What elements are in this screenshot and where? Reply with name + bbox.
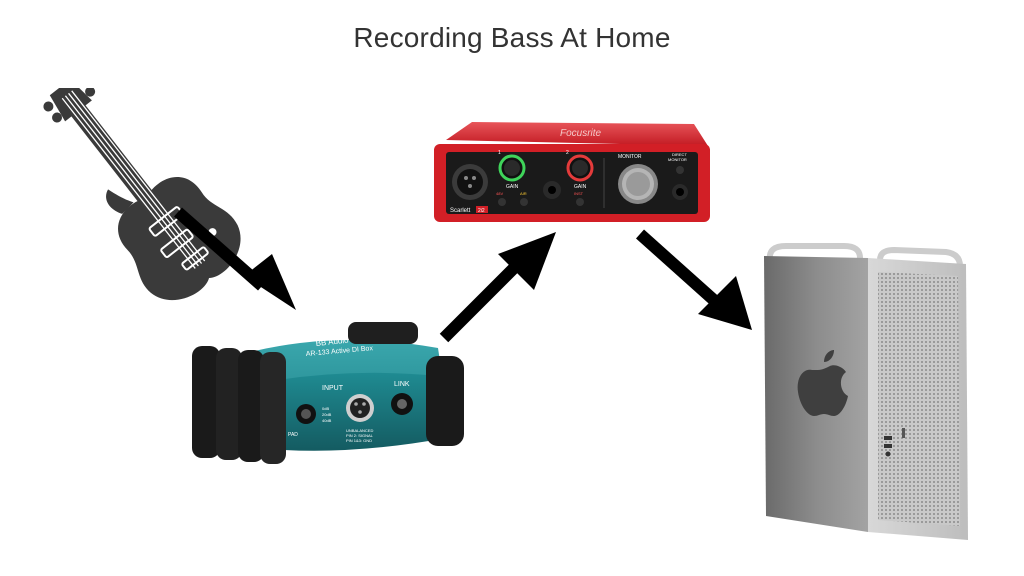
interface-inst-label: INST — [574, 191, 584, 196]
interface-48v-label: 48V — [496, 191, 503, 196]
interface-monitor-label: MONITOR — [618, 154, 642, 160]
interface-air-label: AIR — [520, 191, 527, 196]
audio-interface-image: Focusrite 1 GAIN 48V AIR 2 GAIN INST MON… — [434, 122, 710, 222]
di-link-label: LINK — [394, 381, 410, 388]
interface-model-num: 2i2 — [478, 208, 485, 214]
di-box-image: BB Audio AR-133 Active DI Box INPUT LINK… — [192, 322, 464, 464]
interface-model-text: Scarlett — [450, 208, 471, 214]
interface-direct-label: DIRECT — [672, 152, 687, 157]
di-pad-20: 20dB — [322, 412, 332, 417]
di-pad-0: 0dB — [322, 406, 329, 411]
di-pad-label: PAD — [288, 432, 298, 438]
interface-gain2-label: GAIN — [574, 184, 587, 190]
interface-ch1-label: 1 — [498, 150, 501, 156]
di-unbalanced: UNBALANCED — [346, 428, 373, 433]
computer-image — [764, 243, 968, 540]
interface-ch2-label: 2 — [566, 150, 569, 156]
di-brand-text: BB Audio — [315, 336, 349, 348]
di-input-label: INPUT — [322, 385, 344, 392]
arrow-guitar-to-di — [174, 207, 296, 310]
di-pin-info: PIN 2: SIGNAL — [346, 433, 374, 438]
diagram-title: Recording Bass At Home — [353, 22, 671, 53]
di-pad-40: 40dB — [322, 418, 332, 423]
interface-gain1-label: GAIN — [506, 184, 519, 190]
di-pin-info2: PIN 1&3: GND — [346, 438, 372, 443]
arrow-interface-to-computer — [635, 229, 752, 330]
interface-direct2-label: MONITOR — [668, 157, 687, 162]
arrow-di-to-interface — [439, 232, 556, 343]
interface-brand-text: Focusrite — [560, 128, 602, 139]
apple-logo-icon — [797, 350, 848, 416]
